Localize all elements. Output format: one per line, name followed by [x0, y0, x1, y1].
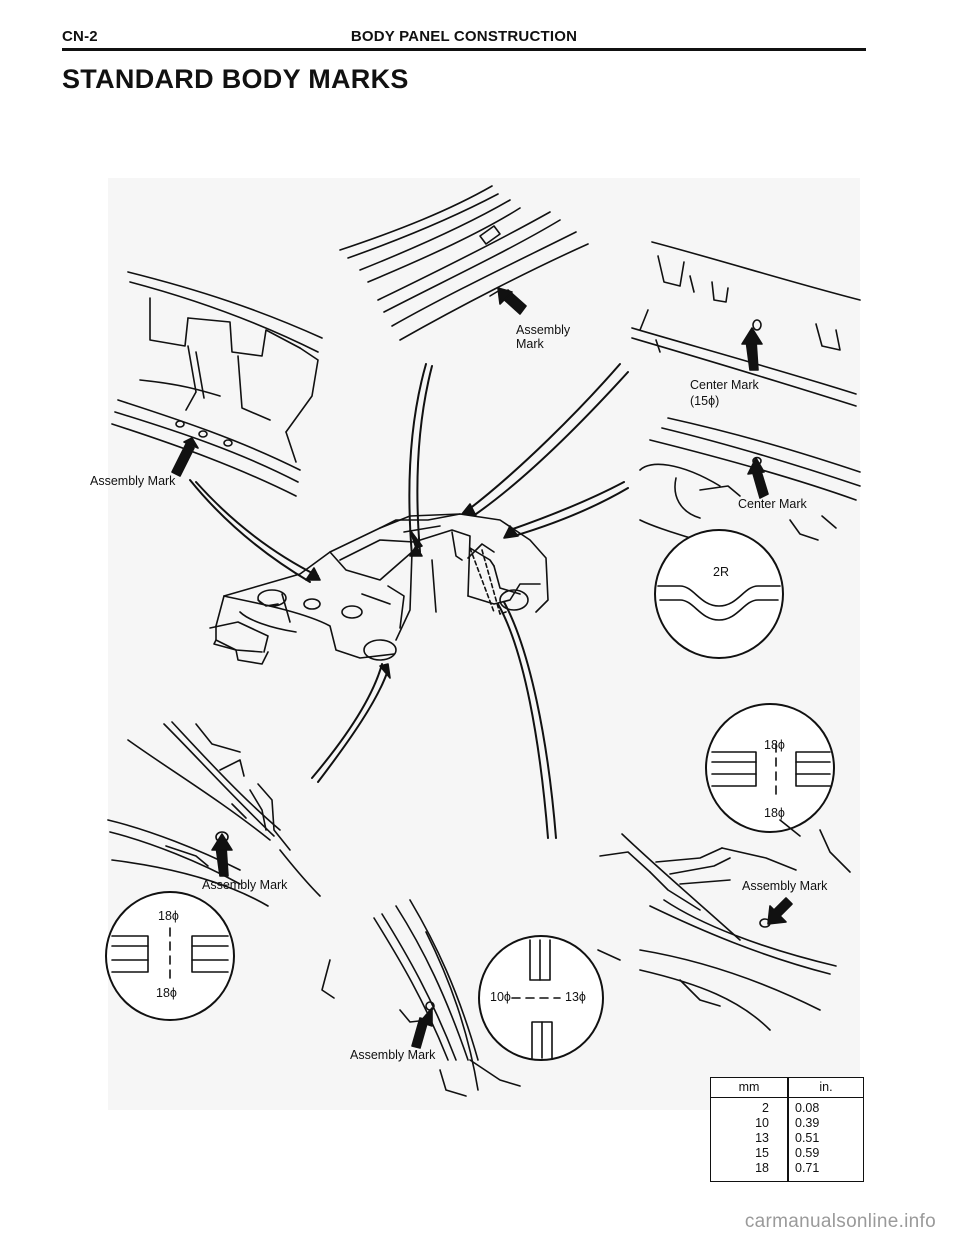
- header-in: in.: [819, 1080, 833, 1094]
- page-header: CN-2 BODY PANEL CONSTRUCTION: [62, 24, 866, 54]
- label-center-mark-15-line2: (15ϕ): [690, 394, 720, 408]
- in-value: 0.71: [795, 1161, 820, 1175]
- detail-rear-roof: [639, 417, 861, 549]
- in-value: 0.39: [795, 1116, 820, 1130]
- mm-value: 13: [755, 1131, 769, 1145]
- watermark: carmanualsonline.info: [744, 1211, 936, 1232]
- detail-roof-rail: [339, 185, 589, 341]
- detail-front-cowl: [111, 271, 323, 497]
- label-13: 13ϕ: [565, 990, 586, 1004]
- detail-18-left-circle: [105, 891, 235, 1021]
- column-in: 0.08 0.39 0.51 0.59 0.71: [795, 1101, 845, 1176]
- detail-roof-center: [631, 241, 861, 407]
- label-assembly-quarter: Assembly Mark: [742, 879, 828, 893]
- detail-18-right-circle: [705, 703, 835, 833]
- label-center-mark-rear: Center Mark: [738, 497, 807, 511]
- mm-value: 10: [755, 1116, 769, 1130]
- detail-front-pillar: [107, 721, 321, 907]
- mm-value: 18: [755, 1161, 769, 1175]
- conversion-table: mm in. 2 10 13 15 18 0.08 0.39 0.51 0.59…: [710, 1077, 864, 1182]
- header-mm: mm: [738, 1080, 760, 1094]
- column-mm: 2 10 13 15 18: [711, 1101, 769, 1176]
- mm-value: 15: [755, 1146, 769, 1160]
- label-assembly-door: Assembly Mark: [350, 1048, 436, 1062]
- in-value: 0.59: [795, 1146, 820, 1160]
- section-title: BODY PANEL CONSTRUCTION: [350, 28, 578, 45]
- conversion-table-divider: [787, 1078, 789, 1181]
- page-code: CN-2: [62, 28, 98, 45]
- in-value: 0.08: [795, 1101, 820, 1115]
- in-value: 0.51: [795, 1131, 820, 1145]
- label-18-right-bottom: 18ϕ: [764, 806, 785, 820]
- label-18-left-bottom: 18ϕ: [156, 986, 177, 1000]
- label-center-mark-15-line1: Center Mark: [690, 378, 759, 392]
- detail-2r-circle: [654, 529, 784, 659]
- detail-10-13-circle: [478, 935, 604, 1061]
- header-rule: [62, 48, 866, 51]
- detail-door-opening: [321, 899, 521, 1097]
- label-assembly-rail-line1: Assembly: [516, 323, 571, 337]
- label-10: 10ϕ: [490, 990, 511, 1004]
- label-18-right-top: 18ϕ: [764, 738, 785, 752]
- arrow-assembly-cowl: [171, 443, 195, 477]
- detail-rear-quarter: [597, 819, 851, 1031]
- label-2r: 2R: [713, 565, 729, 579]
- page-title: STANDARD BODY MARKS: [62, 64, 409, 94]
- label-assembly-pillar: Assembly Mark: [202, 878, 288, 892]
- label-18-left-top: 18ϕ: [158, 909, 179, 923]
- car-body-shell: [209, 513, 549, 665]
- label-assembly-cowl: Assembly Mark: [90, 474, 176, 488]
- mm-value: 2: [762, 1101, 769, 1115]
- label-assembly-rail-line2: Mark: [516, 337, 544, 351]
- leader-lines: [189, 363, 629, 839]
